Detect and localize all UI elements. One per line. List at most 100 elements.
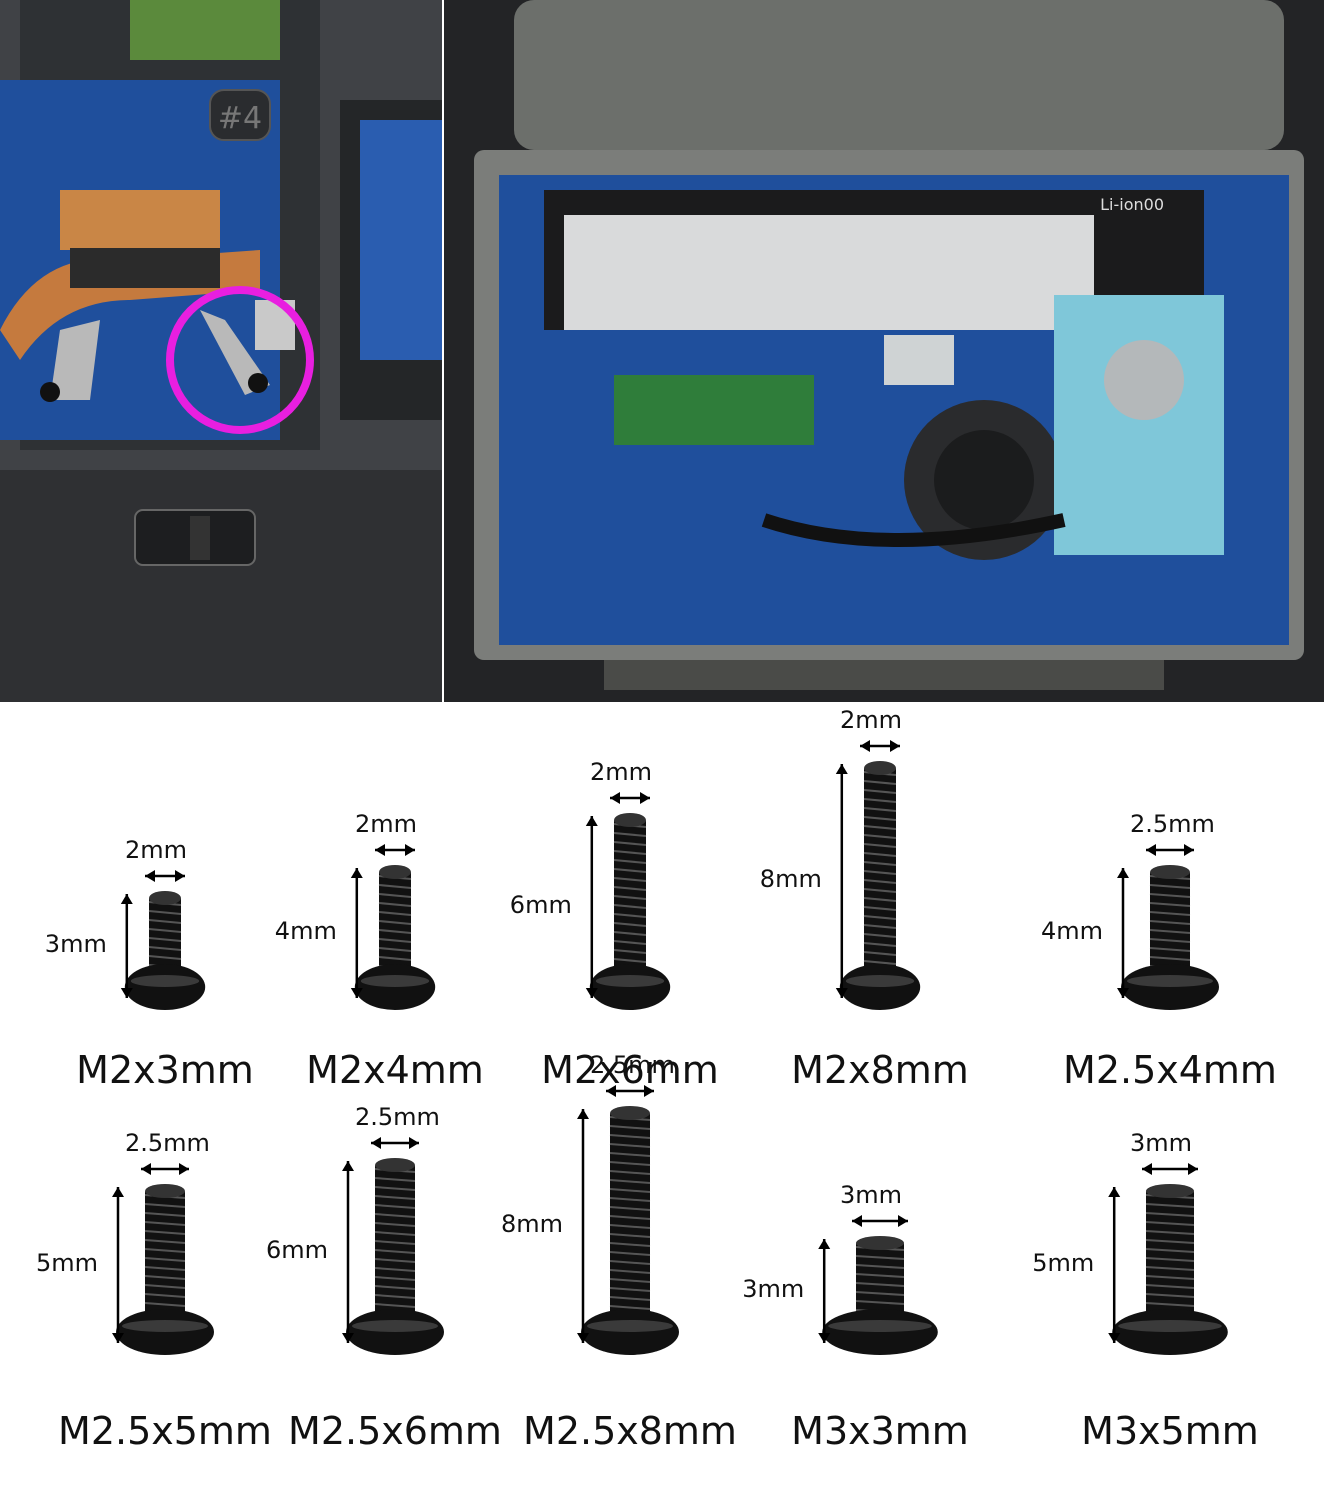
screw-tip: [1146, 1184, 1194, 1198]
screw-thread: [374, 1285, 416, 1290]
screw-thread: [148, 910, 182, 915]
screw-thread: [148, 955, 182, 960]
screw-head-highlight: [1118, 1320, 1222, 1332]
screw-thread: [378, 920, 412, 925]
screw-thread: [613, 931, 647, 936]
screw-thread: [613, 841, 647, 846]
screw-thread: [144, 1239, 186, 1244]
screw-thread: [148, 928, 182, 933]
length-label: 4mm: [1041, 917, 1104, 945]
screw-head-highlight: [845, 975, 915, 987]
screw-thread: [863, 807, 897, 812]
screw-thread: [613, 877, 647, 882]
screw-thread: [855, 1300, 905, 1305]
screw-shaft: [614, 816, 646, 976]
screw-thread: [144, 1230, 186, 1235]
screw-thread: [609, 1179, 651, 1184]
diameter-label: 3mm: [840, 1181, 903, 1209]
screw-size-label: M2x6mm: [541, 1048, 719, 1092]
screw-drawing: [342, 1137, 444, 1355]
screw-tip: [145, 1184, 185, 1198]
screw-thread: [144, 1212, 186, 1217]
screw-drawing: [835, 740, 921, 1010]
screw-thread: [374, 1249, 416, 1254]
screw-size-label: M2x3mm: [76, 1048, 254, 1092]
screw-thread: [1145, 1266, 1195, 1271]
screw-thread: [144, 1293, 186, 1298]
diameter-label: 2.5mm: [590, 1051, 675, 1079]
screw-tip: [864, 761, 896, 775]
battery-marking: Li-ion00: [1100, 195, 1164, 214]
screw-size-label: M2x4mm: [306, 1048, 484, 1092]
screw-thread: [378, 956, 412, 961]
screw-tip: [379, 865, 411, 879]
screw-thread: [609, 1278, 651, 1283]
screw-thread: [609, 1170, 651, 1175]
screw-thread: [863, 843, 897, 848]
screw-head-highlight: [360, 975, 430, 987]
screw-thread: [613, 958, 647, 963]
screw-thread: [609, 1197, 651, 1202]
screw-tip: [610, 1106, 650, 1120]
screw-thread: [1145, 1221, 1195, 1226]
screw-thread: [378, 947, 412, 952]
screw-thread: [144, 1257, 186, 1262]
screw-thread: [863, 879, 897, 884]
screw-thread: [855, 1255, 905, 1260]
screw-thread: [374, 1303, 416, 1308]
screw-drawing: [577, 1085, 679, 1355]
heatsink-closeup-photo: #4: [0, 0, 442, 702]
screw-thread: [863, 942, 897, 947]
screw-thread: [609, 1206, 651, 1211]
screw-thread: [1145, 1257, 1195, 1262]
screw-thread: [613, 832, 647, 837]
screw-thread: [1145, 1230, 1195, 1235]
screw-thread: [1145, 1203, 1195, 1208]
screw-drawing: [350, 844, 436, 1010]
screw-thread: [378, 884, 412, 889]
screw-shaft: [856, 1239, 904, 1321]
screw-thread: [609, 1161, 651, 1166]
screw-tip: [375, 1158, 415, 1172]
screw-size-label: M3x3mm: [791, 1409, 969, 1453]
screw-thread: [1145, 1275, 1195, 1280]
screw-thread: [1145, 1212, 1195, 1217]
length-label: 8mm: [759, 865, 822, 893]
screw-tip: [149, 891, 181, 905]
screw-thread: [613, 850, 647, 855]
screw-thread: [378, 911, 412, 916]
screw-thread: [374, 1258, 416, 1263]
screw-thread: [863, 915, 897, 920]
screw-thread: [863, 789, 897, 794]
screw-thread: [148, 919, 182, 924]
length-label: 8mm: [501, 1210, 564, 1238]
screw-thread: [609, 1269, 651, 1274]
screw-thread: [374, 1231, 416, 1236]
screw-thread: [144, 1248, 186, 1253]
screw-thread: [144, 1266, 186, 1271]
screw-thread: [1145, 1284, 1195, 1289]
screw-thread: [1145, 1293, 1195, 1298]
screw-thread: [1149, 956, 1191, 961]
screw-thread: [609, 1143, 651, 1148]
screw-thread: [609, 1215, 651, 1220]
diameter-label: 2mm: [355, 810, 418, 838]
screw-head-highlight: [352, 1320, 438, 1332]
screw-thread: [1149, 893, 1191, 898]
open-laptop-photo: Li-ion00: [444, 0, 1324, 702]
screw-thread: [374, 1240, 416, 1245]
screw-thread: [144, 1221, 186, 1226]
screw-thread: [609, 1188, 651, 1193]
screw-size-label: M2x8mm: [791, 1048, 969, 1092]
screw-thread: [609, 1152, 651, 1157]
screw-thread: [378, 938, 412, 943]
screw-thread: [144, 1203, 186, 1208]
screw-thread: [609, 1251, 651, 1256]
screw-head-highlight: [587, 1320, 673, 1332]
screw-thread: [863, 834, 897, 839]
screw-thread: [855, 1291, 905, 1296]
screw-thread: [1149, 920, 1191, 925]
diameter-label: 3mm: [1130, 1129, 1193, 1157]
screw-thread: [374, 1294, 416, 1299]
